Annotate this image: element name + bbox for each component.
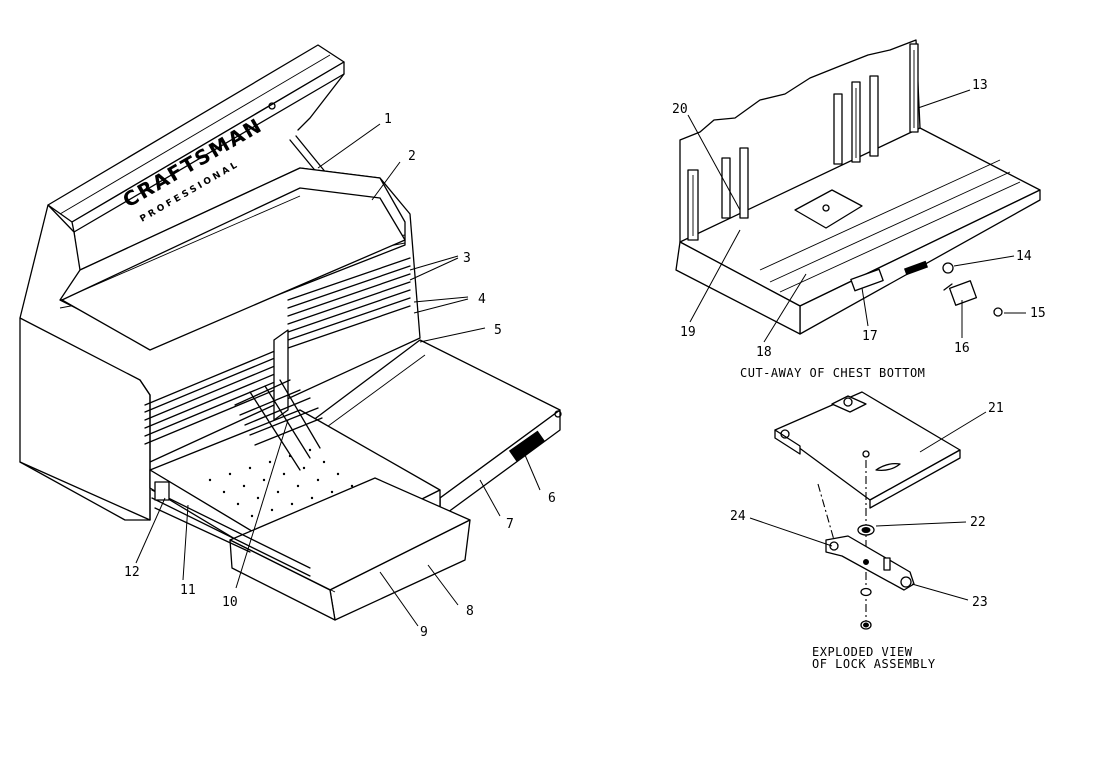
callout-3: 3 [463, 251, 471, 266]
callout-21: 21 [988, 401, 1004, 416]
callout-24: 24 [730, 509, 746, 524]
pegboard-hole [350, 484, 354, 488]
pegboard-hole [336, 472, 340, 476]
callout-6: 6 [548, 491, 556, 506]
callout-18: 18 [756, 345, 772, 360]
caption-chest-bottom: CUT-AWAY OF CHEST BOTTOM [740, 366, 925, 380]
callout-9: 9 [420, 625, 428, 640]
callout-11: 11 [180, 583, 196, 598]
bottom-drawer [229, 477, 471, 621]
callout-12: 12 [124, 565, 140, 580]
callout-20: 20 [672, 102, 688, 117]
right-side-rails [287, 257, 411, 349]
tool-chest-drawing: CRAFTSMAN PROFESSIONAL [19, 44, 562, 640]
pegboard-hole [268, 460, 272, 464]
pegboard-hole [330, 490, 334, 494]
caption-lock-line2: OF LOCK ASSEMBLY [812, 657, 936, 671]
chest-leader-lines [135, 123, 541, 627]
pegboard-hole [308, 448, 312, 452]
callout-15: 15 [1030, 306, 1046, 321]
chest-body [19, 167, 421, 521]
callout-23: 23 [972, 595, 988, 610]
callout-2: 2 [408, 149, 416, 164]
caption-lock-line1: EXPLODED VIEW [812, 645, 913, 659]
pegboard-hole [248, 466, 252, 470]
pegboard-hole [242, 484, 246, 488]
pegboard-hole [276, 490, 280, 494]
chest-bottom-cutaway: 20 13 14 15 16 17 18 19 CUT-AWAY OF CHES… [672, 39, 1046, 380]
drawer-slides [151, 481, 311, 577]
left-side-rails [144, 347, 283, 445]
pegboard-hole [262, 478, 266, 482]
pegboard-hole [290, 502, 294, 506]
pegboard-hole [236, 502, 240, 506]
pegboard-hole [250, 514, 254, 518]
callout-17: 17 [862, 329, 878, 344]
callout-16: 16 [954, 341, 970, 356]
pegboard-hole [282, 472, 286, 476]
callout-5: 5 [494, 323, 502, 338]
callout-7: 7 [506, 517, 514, 532]
pegboard-hole [270, 508, 274, 512]
pegboard-hole [256, 496, 260, 500]
pegboard-hole [322, 460, 326, 464]
pegboard-hole [296, 484, 300, 488]
pegboard-hole [222, 490, 226, 494]
callout-1: 1 [384, 112, 392, 127]
pegboard-hole [302, 466, 306, 470]
lock-assembly-exploded: 21 22 23 24 EXPLODED VIEW OF LOCK ASSEMB… [730, 391, 1004, 671]
vertical-rails [687, 43, 919, 241]
callout-22: 22 [970, 515, 986, 530]
callout-10: 10 [222, 595, 238, 610]
callout-4: 4 [478, 292, 486, 307]
pegboard-hole [310, 496, 314, 500]
pegboard-hole [316, 478, 320, 482]
callout-19: 19 [680, 325, 696, 340]
pegboard-hole [228, 472, 232, 476]
callout-8: 8 [466, 604, 474, 619]
callout-14: 14 [1016, 249, 1032, 264]
callout-13: 13 [972, 78, 988, 93]
pegboard-hole [208, 478, 212, 482]
